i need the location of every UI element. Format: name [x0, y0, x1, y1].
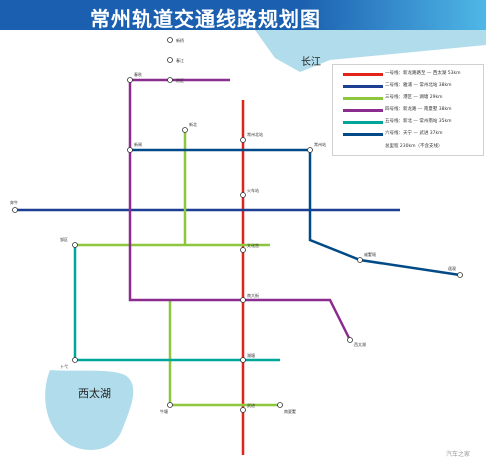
legend-swatch-line-1 [343, 73, 383, 76]
legend-row: 四号线：新龙路 — 南夏墅 38km [333, 105, 483, 117]
station-label: 新桥 [176, 37, 184, 43]
station [240, 137, 246, 143]
legend-swatch-line-5 [343, 121, 383, 124]
station-label: 卜弋 [60, 363, 68, 369]
station-label: 牛塘 [160, 408, 168, 414]
legend-text-line-3: 三号线：港区 — 湖塘 29km [385, 95, 443, 100]
station [72, 242, 78, 248]
station-label: 南大街 [247, 292, 259, 298]
station [127, 77, 133, 83]
station-label: 文化宫 [247, 242, 259, 248]
station-label: 奔牛 [10, 199, 18, 205]
station [167, 37, 173, 43]
legend-text-line-6: 六号线：天宁 — 武进 37km [385, 131, 443, 136]
title-band-left [0, 0, 300, 30]
station [12, 207, 18, 213]
station [240, 297, 246, 303]
line-3-green [75, 130, 270, 247]
station [307, 147, 313, 153]
watermark: 汽车之家 [446, 451, 471, 458]
legend-row: 二号线：雅浦 — 常州北站 38km [333, 81, 483, 93]
legend-box: 一号线：新龙路路至 — 西太湖 53km 二号线：雅浦 — 常州北站 38km … [332, 64, 484, 156]
station [357, 257, 363, 263]
changjiang-label: 长江 [301, 57, 321, 68]
title-band: 常州轨道交通线路规划图 [0, 0, 486, 31]
line-4-purple-loop [128, 80, 352, 341]
station [182, 127, 188, 133]
station [167, 77, 173, 83]
station-label: 新闸 [134, 141, 142, 147]
stations [12, 37, 463, 413]
station-label: 常州北站 [247, 131, 263, 137]
station-label: 火车站 [247, 187, 259, 193]
legend-swatch-line-3 [343, 97, 383, 100]
legend-row: 六号线：天宁 — 武进 37km [333, 129, 483, 141]
station-label: 春江 [176, 57, 184, 63]
station-label: 遥观 [448, 265, 456, 271]
legend-swatch-line-6 [343, 133, 383, 136]
station [277, 402, 283, 408]
legend-row: 三号线：港区 — 湖塘 29km [333, 93, 483, 105]
station [240, 247, 246, 253]
legend-text-line-4: 四号线：新龙路 — 南夏墅 38km [385, 107, 452, 112]
line-5-teal [73, 245, 280, 362]
legend-row: 一号线：新龙路路至 — 西太湖 53km [333, 69, 483, 81]
station [167, 402, 173, 408]
station [167, 57, 173, 63]
line-3-green-south [168, 300, 280, 407]
station [240, 192, 246, 198]
station-label: 港区 [176, 77, 184, 83]
legend-text-line-1: 一号线：新龙路路至 — 西太湖 53km [385, 71, 461, 76]
xitaihu-lake [45, 370, 134, 450]
station [240, 407, 246, 413]
station [457, 272, 463, 278]
xitaihu-label: 西太湖 [78, 387, 111, 400]
station [347, 337, 353, 343]
map-title: 常州轨道交通线路规划图 [90, 7, 321, 31]
legend-swatch-line-2 [343, 85, 383, 88]
title-band-right [300, 0, 486, 30]
legend-text-line-5: 五号线：新北 — 常州南站 35km [385, 119, 452, 124]
station-label: 戚墅堰 [364, 251, 376, 257]
station [127, 147, 133, 153]
line-6-navy [130, 148, 461, 277]
station-label: 湖塘 [247, 352, 255, 358]
station-label: 邹区 [60, 236, 68, 242]
legend-swatch-line-4 [343, 109, 383, 112]
legend-total: 总里程 230km（不含支线） [385, 144, 443, 149]
station-label: 春秋 [134, 71, 142, 77]
legend-text-line-2: 二号线：雅浦 — 常州北站 38km [385, 83, 452, 88]
station-label: 西太湖 [354, 341, 366, 347]
station-label: 武进 [247, 402, 255, 408]
station-label: 南夏墅 [284, 408, 296, 414]
station-label: 常州站 [314, 141, 326, 147]
station-label: 新北 [189, 121, 197, 127]
station [240, 357, 246, 363]
station [72, 357, 78, 363]
changjiang-river [255, 30, 486, 72]
legend-row: 五号线：新北 — 常州南站 35km [333, 117, 483, 129]
